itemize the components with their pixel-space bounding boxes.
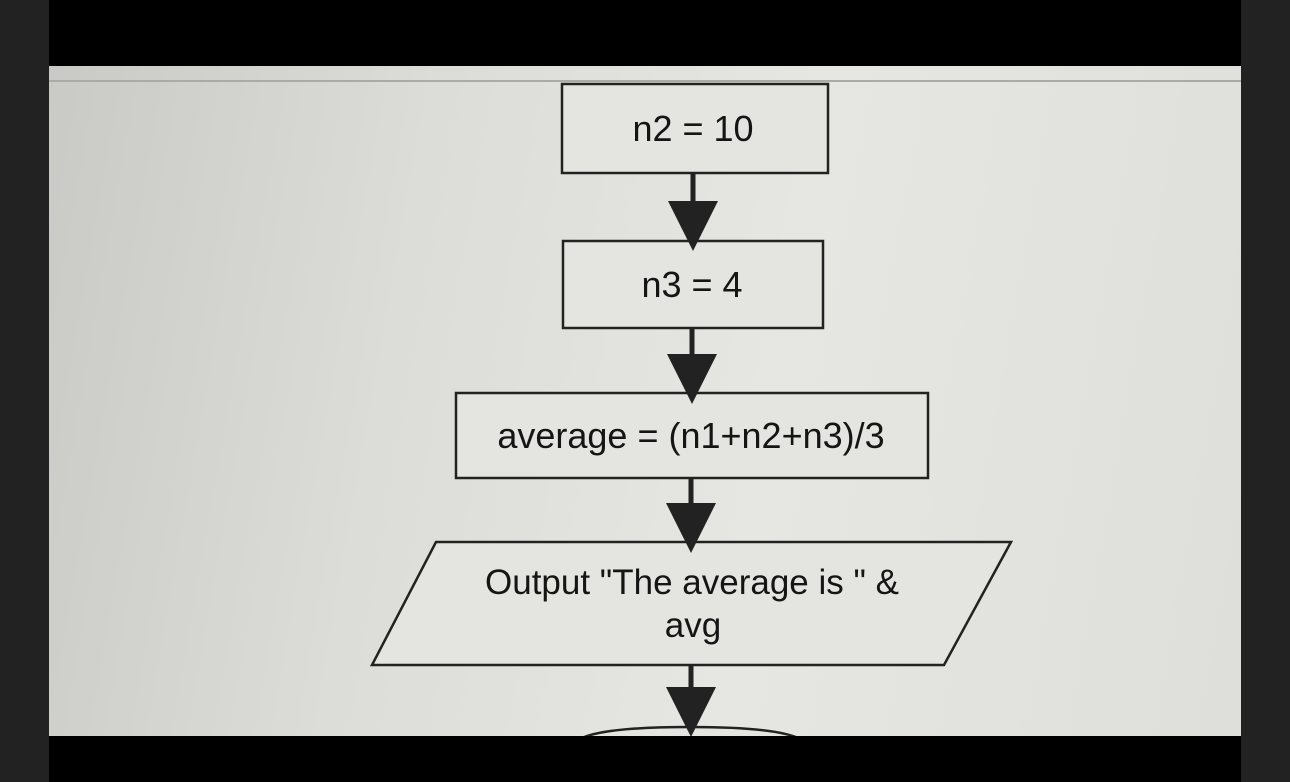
process-box — [560, 82, 830, 175]
node-compute-average: average = (n1+n2+n3)/3 — [454, 391, 930, 480]
node-assign-n3: n3 = 4 — [561, 239, 825, 330]
node-label: n3 = 4 — [641, 264, 742, 305]
process-box — [561, 239, 825, 330]
bottom-black-band — [49, 736, 1241, 782]
process-box — [454, 391, 930, 480]
node-label: n2 = 10 — [632, 108, 753, 149]
screen-top-rule — [49, 80, 1241, 82]
node-output-average: Output "The average is " & avg — [369, 540, 1014, 667]
node-assign-n2: n2 = 10 — [560, 82, 830, 175]
node-label-line2: avg — [665, 606, 721, 645]
node-label-line1: Output "The average is " & — [485, 563, 899, 602]
top-black-band — [49, 0, 1241, 66]
right-border — [1241, 0, 1290, 782]
left-border — [0, 0, 49, 782]
node-label: average = (n1+n2+n3)/3 — [497, 415, 884, 456]
io-parallelogram — [369, 540, 1014, 667]
